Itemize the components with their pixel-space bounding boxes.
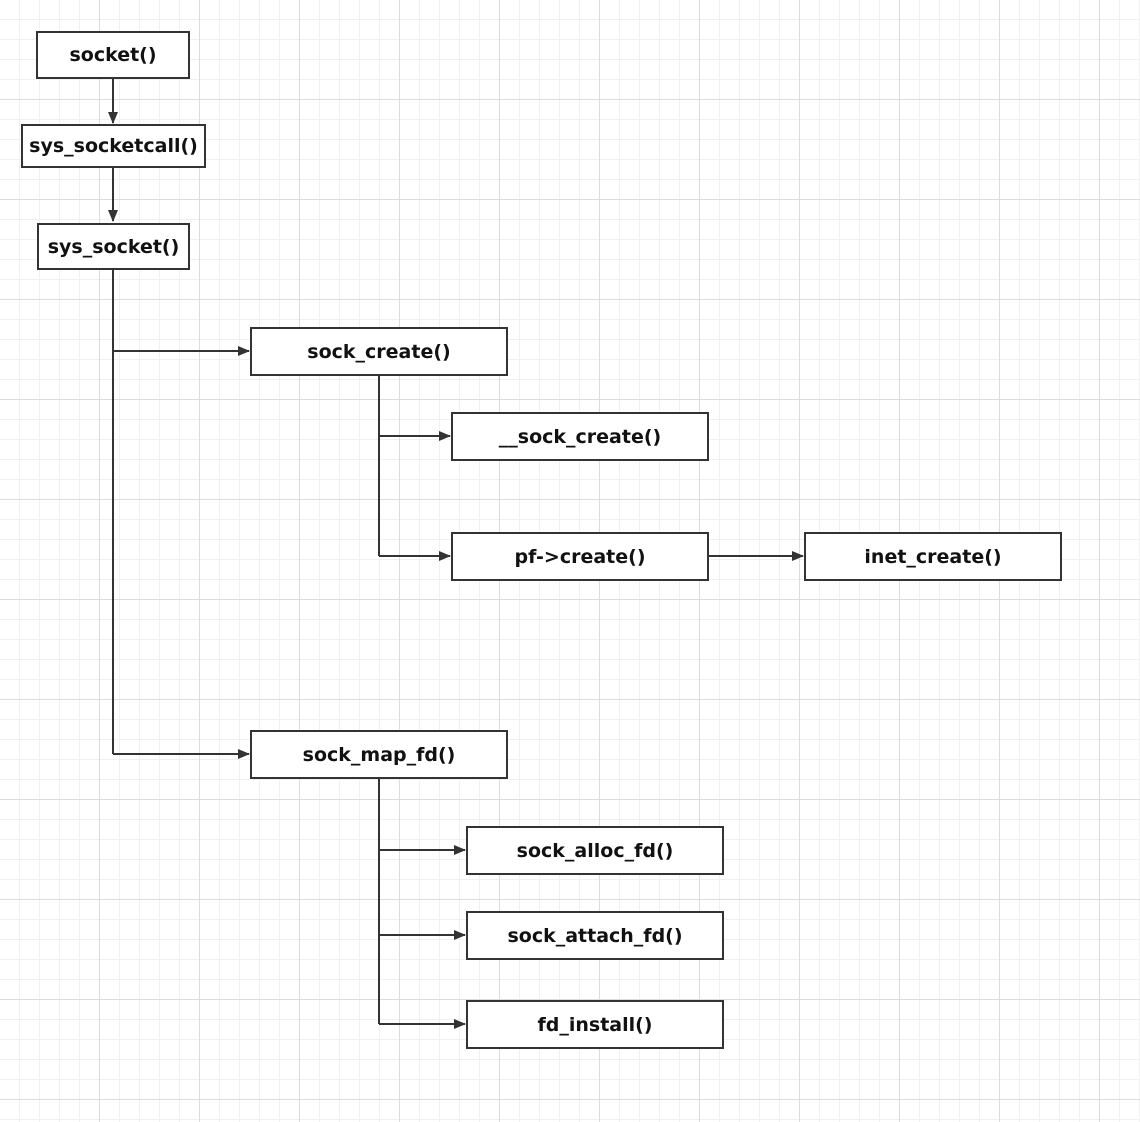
node-sock-create[interactable]: sock_create(): [250, 327, 508, 376]
node-sys-socketcall[interactable]: sys_socketcall(): [21, 124, 206, 168]
node-socket[interactable]: socket(): [36, 31, 190, 79]
node-sock-map-fd[interactable]: sock_map_fd(): [250, 730, 508, 779]
node-sock-alloc-fd[interactable]: sock_alloc_fd(): [466, 826, 724, 875]
node-sock-attach-fd[interactable]: sock_attach_fd(): [466, 911, 724, 960]
node-pf-create[interactable]: pf->create(): [451, 532, 709, 581]
node-sys-socket[interactable]: sys_socket(): [37, 223, 190, 270]
node-fd-install[interactable]: fd_install(): [466, 1000, 724, 1049]
node-inet-create[interactable]: inet_create(): [804, 532, 1062, 581]
node-__sock-create[interactable]: __sock_create(): [451, 412, 709, 461]
